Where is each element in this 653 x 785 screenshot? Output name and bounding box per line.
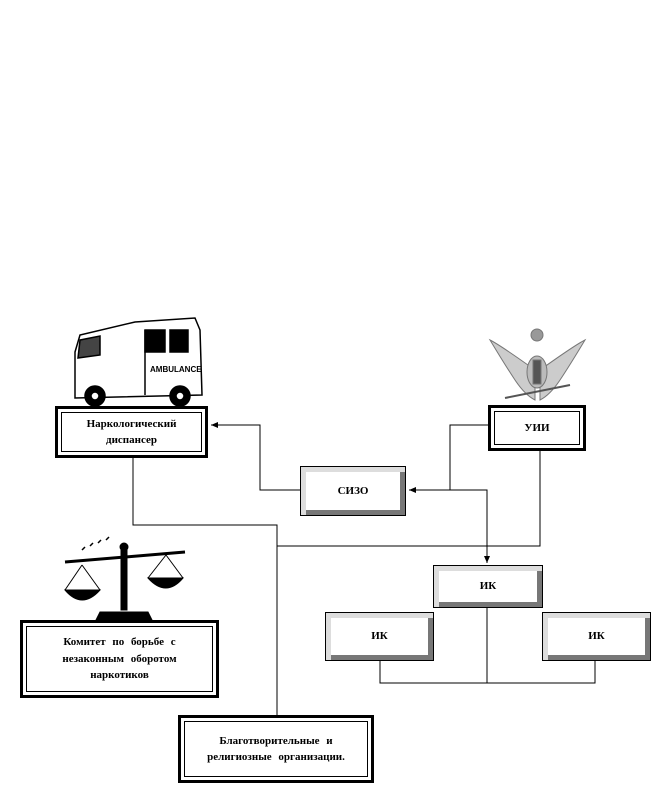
svg-text:AMBULANCE: AMBULANCE xyxy=(150,365,202,374)
ik-bottom-line xyxy=(379,660,596,684)
sizo-to-narco-line xyxy=(211,422,300,491)
ik-top-box[interactable]: ИК xyxy=(433,565,543,608)
ik-right-box[interactable]: ИК xyxy=(542,612,651,661)
ambulance-icon: AMBULANCE xyxy=(74,317,203,407)
committee-label: Комитет по борьбе с незаконным оборотом … xyxy=(62,636,177,682)
narco-label: Наркологический диспансер xyxy=(86,417,177,447)
sizo-to-ik-line xyxy=(450,489,490,563)
sizo-box[interactable]: СИЗО xyxy=(300,466,406,516)
uii-to-charity-line xyxy=(277,450,541,547)
emblem-eagle-icon xyxy=(488,328,587,401)
narco-to-charity-line xyxy=(132,457,278,715)
charity-label: Благотворительные и религиозные организа… xyxy=(207,734,345,764)
uii-label: УИИ xyxy=(524,421,550,434)
uii-to-sizo-line xyxy=(409,424,488,493)
sizo-label: СИЗО xyxy=(337,484,369,497)
scales-icon xyxy=(63,536,186,621)
narco-dispensary-box[interactable]: Наркологический диспансер xyxy=(55,406,208,458)
ik-top-label: ИК xyxy=(479,580,497,593)
ik-left-label: ИК xyxy=(371,630,388,643)
ik-left-box[interactable]: ИК xyxy=(325,612,434,661)
committee-box[interactable]: Комитет по борьбе с незаконным оборотом … xyxy=(20,620,219,698)
charity-box[interactable]: Благотворительные и религиозные организа… xyxy=(178,715,374,783)
ik-right-label: ИК xyxy=(588,630,605,643)
uii-box[interactable]: УИИ xyxy=(488,405,586,451)
